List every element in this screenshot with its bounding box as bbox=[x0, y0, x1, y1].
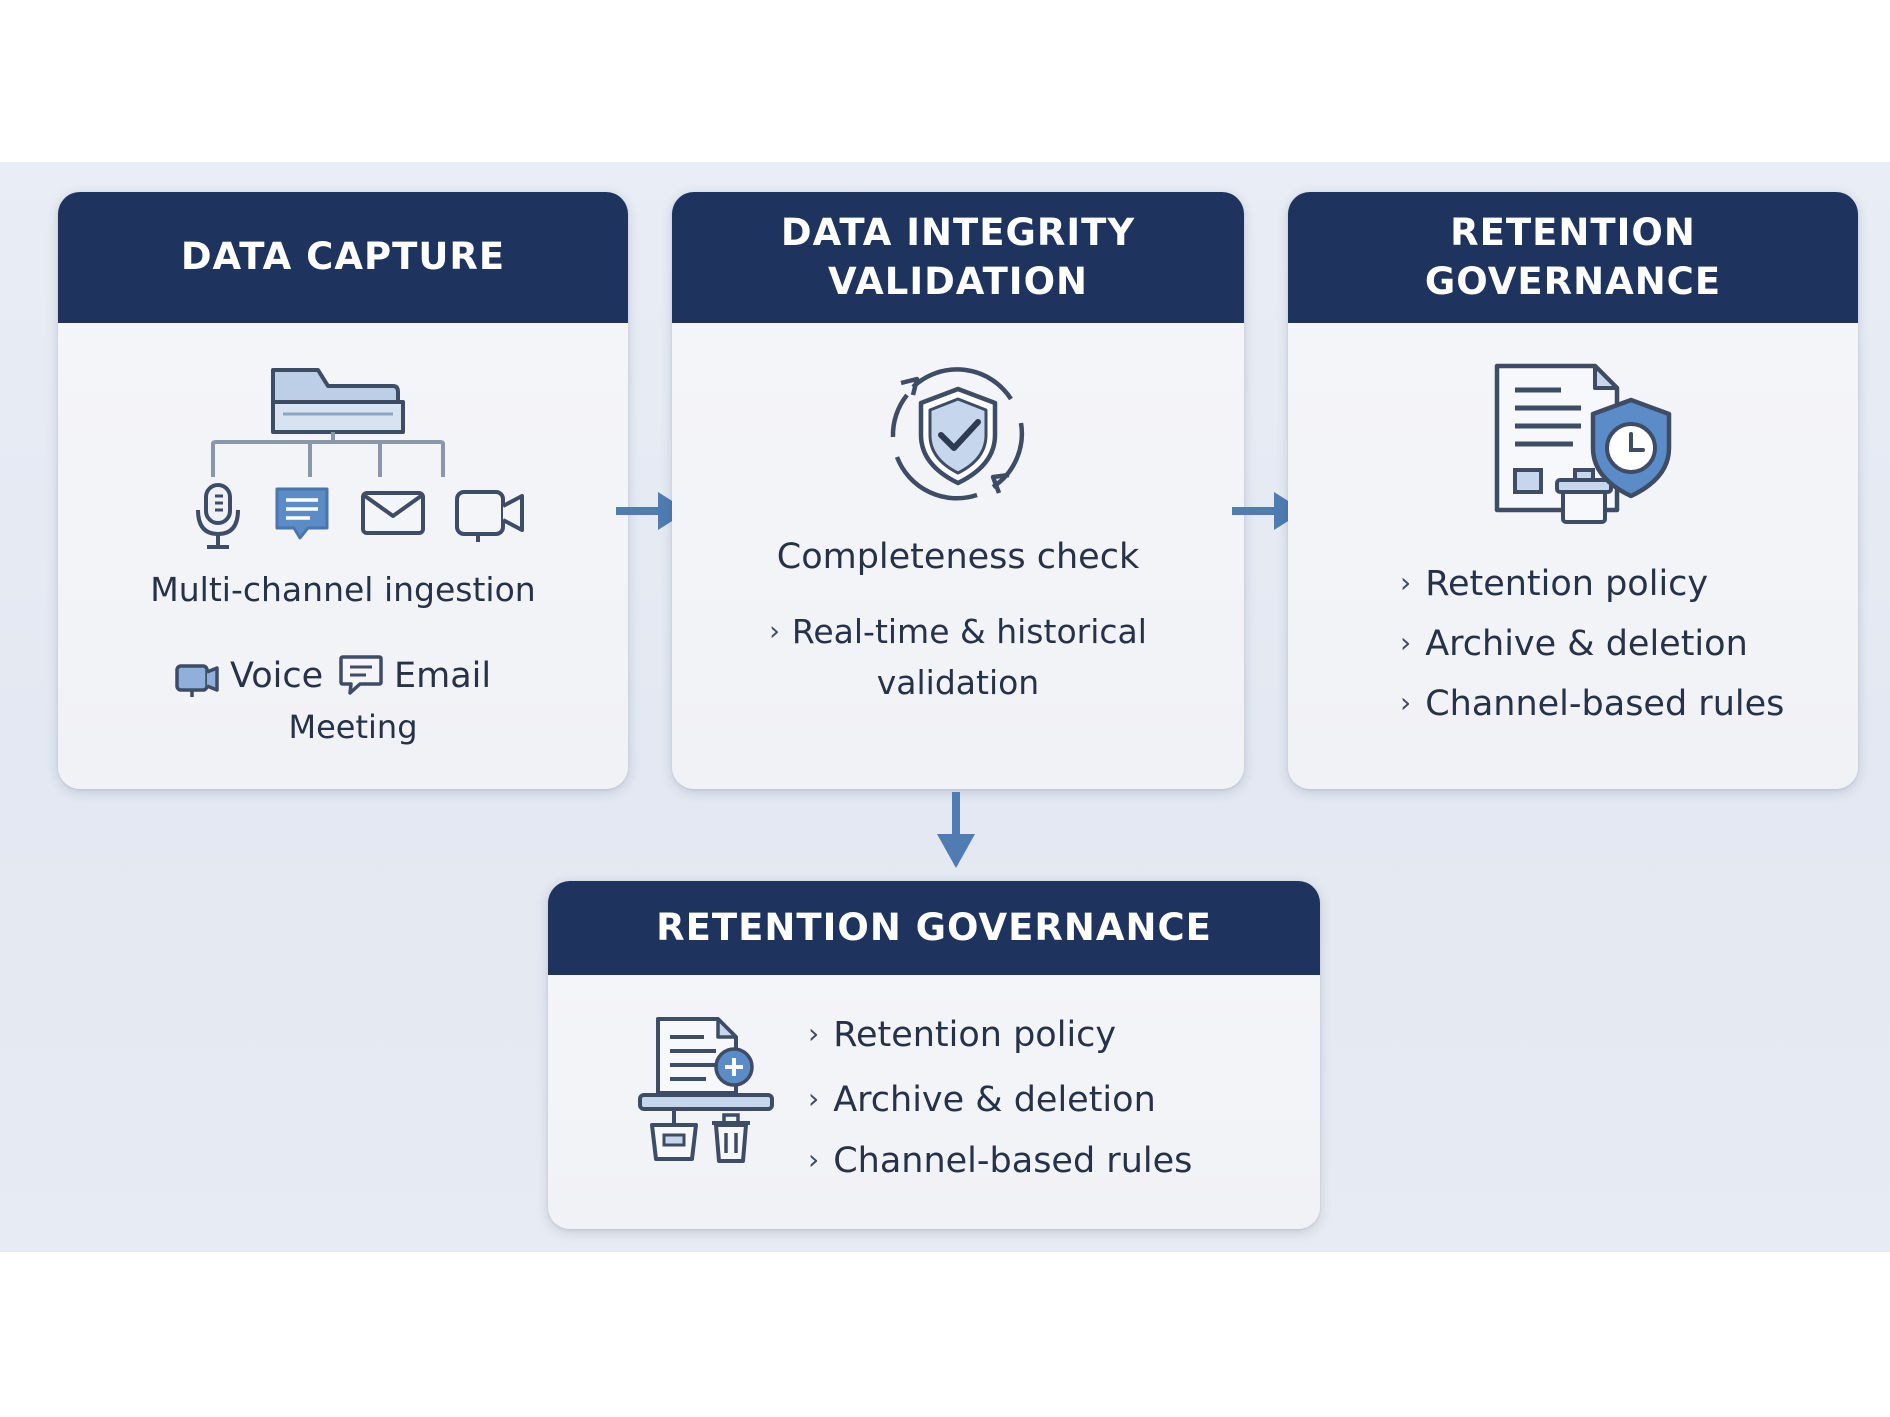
retention-governance-header-top: RETENTION GOVERNANCE bbox=[1288, 192, 1858, 323]
validation-bullet-line1: Real-time & historical bbox=[791, 612, 1147, 651]
retention-top-title-line1: RETENTION bbox=[1450, 211, 1696, 255]
retention-top-item-1: ›Retention policy bbox=[1400, 564, 1709, 604]
voice-channel-icon bbox=[175, 664, 219, 697]
arrow-validation-to-retention-bottom bbox=[937, 792, 975, 868]
voice-channel-label: Voice bbox=[230, 656, 324, 696]
retention-bottom-title: RETENTION GOVERNANCE bbox=[656, 905, 1212, 949]
document-archive-trash-icon bbox=[638, 1017, 774, 1163]
folder-hierarchy-icon bbox=[211, 368, 445, 477]
video-camera-icon bbox=[455, 490, 524, 542]
retention-top-title-line2: GOVERNANCE bbox=[1424, 259, 1722, 303]
retention-bottom-item-3: ›Channel-based rules bbox=[808, 1141, 1193, 1181]
chevron-right-icon: › bbox=[769, 616, 780, 647]
chat-message-icon bbox=[275, 487, 329, 540]
retention-bottom-item-1: ›Retention policy bbox=[808, 1015, 1117, 1055]
chevron-right-icon: › bbox=[808, 1017, 820, 1050]
chevron-right-icon: › bbox=[808, 1082, 820, 1115]
shield-check-refresh-icon bbox=[890, 367, 1025, 501]
data-integrity-validation-header: DATA INTEGRITY VALIDATION bbox=[672, 192, 1244, 323]
validation-title-line2: VALIDATION bbox=[827, 259, 1088, 303]
retention-bottom-item-2: ›Archive & deletion bbox=[808, 1080, 1156, 1120]
chevron-right-icon: › bbox=[1400, 626, 1412, 659]
envelope-icon bbox=[361, 491, 425, 535]
chevron-right-icon: › bbox=[1400, 686, 1412, 719]
validation-title-line1: DATA INTEGRITY bbox=[780, 211, 1136, 255]
retention-top-item-3: ›Channel-based rules bbox=[1400, 684, 1785, 724]
validation-bullet-line2: validation bbox=[876, 663, 1040, 702]
retention-top-item-2: ›Archive & deletion bbox=[1400, 624, 1748, 664]
microphone-icon bbox=[196, 483, 240, 549]
data-capture-subtitle: Multi-channel ingestion bbox=[150, 570, 536, 609]
email-channel-icon bbox=[339, 655, 383, 695]
retention-governance-card-top: RETENTION GOVERNANCE ›Retention policy ›… bbox=[1288, 192, 1858, 789]
data-integrity-validation-card: DATA INTEGRITY VALIDATION Completeness c… bbox=[672, 192, 1244, 789]
document-shield-clock-icon bbox=[1494, 363, 1672, 524]
chevron-right-icon: › bbox=[808, 1143, 820, 1176]
data-capture-title: DATA CAPTURE bbox=[180, 235, 506, 279]
retention-governance-card-bottom: RETENTION GOVERNANCE ›Retention policy ›… bbox=[548, 881, 1320, 1229]
email-channel-label: Email bbox=[394, 656, 492, 696]
data-capture-card: DATA CAPTURE Multi-channel ingestion bbox=[58, 192, 628, 789]
validation-bullet: › Real-time & historical validation bbox=[672, 608, 1244, 707]
meeting-channel-label: Meeting bbox=[288, 708, 418, 746]
chevron-right-icon: › bbox=[1400, 566, 1412, 599]
retention-governance-header-bottom: RETENTION GOVERNANCE bbox=[548, 881, 1320, 975]
data-capture-header: DATA CAPTURE bbox=[58, 192, 628, 323]
completeness-check-label: Completeness check bbox=[776, 537, 1140, 577]
